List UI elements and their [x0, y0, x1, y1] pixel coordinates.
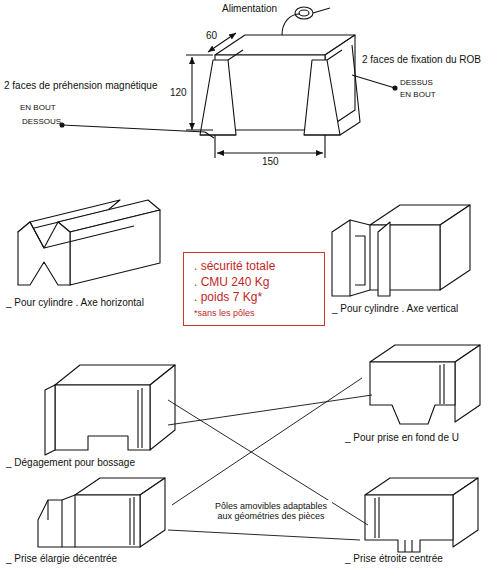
callout-label: 2 faces de fixation du ROB [362, 54, 481, 66]
spec-text: . poids 7 Kg* [194, 290, 314, 306]
dimension-value: 120 [170, 87, 187, 99]
pole-caption: _ Pour prise en fond de U [345, 432, 459, 444]
callout-label: EN BOUT [400, 90, 436, 99]
note-text: Pôles amovibles adaptables aux géométrie… [210, 500, 332, 523]
spec-text: . CMU 240 Kg [194, 275, 314, 291]
spec-text: *sans les pôles [194, 308, 314, 320]
pole-narrow-centered [365, 478, 478, 552]
pole-cylinder-vertical [332, 205, 470, 296]
pole-u-bottom [370, 345, 480, 424]
callout-label: 2 faces de préhension magnétique [4, 80, 157, 92]
pole-caption: _ Dégagement pour bossage [6, 457, 135, 469]
power-cable [282, 7, 330, 35]
pole-caption: _ Prise étroite centrée [345, 553, 443, 565]
callout-label: DESSUS [400, 78, 433, 87]
pole-boss-clearance [45, 365, 175, 455]
pole-caption: _ Prise élargie décentrée [6, 553, 117, 565]
callout-label: Alimentation [222, 3, 277, 15]
spec-box: . sécurité totale. CMU 240 Kg. poids 7 K… [183, 252, 325, 326]
connection-lines [168, 378, 372, 540]
pole-cylinder-horizontal [18, 200, 160, 285]
dimension-lines [186, 33, 325, 158]
callout-label: EN BOUT [20, 103, 56, 112]
dimension-value: 60 [206, 30, 217, 42]
pole-caption: _ Pour cylindre . Axe horizontal [6, 297, 144, 309]
pole-wide-offset [38, 478, 165, 547]
spec-text: . sécurité totale [194, 259, 314, 275]
pole-caption: _ Pour cylindre . Axe vertical [332, 303, 458, 315]
callout-label: DESSOUS [22, 117, 61, 126]
main-block [200, 35, 360, 135]
dimension-value: 150 [262, 156, 279, 168]
